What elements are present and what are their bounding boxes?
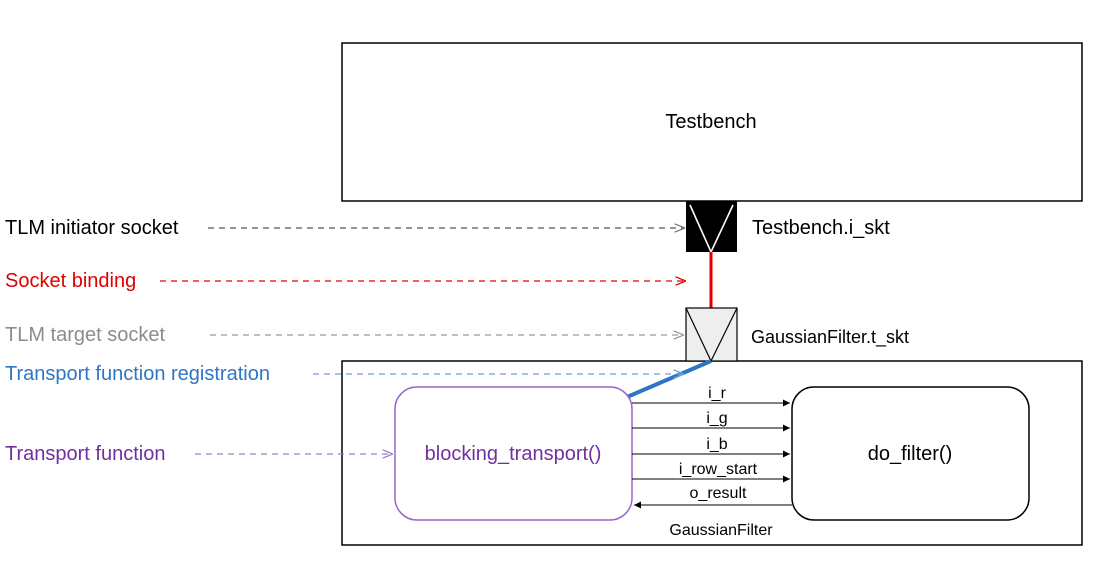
testbench-box bbox=[341, 42, 1083, 202]
target-socket-icon bbox=[685, 307, 738, 363]
signal-label: i_r bbox=[708, 385, 726, 402]
legend-target-socket: TLM target socket bbox=[5, 324, 166, 346]
legend-initiator-socket: TLM initiator socket bbox=[5, 217, 179, 239]
initiator-socket-label: Testbench.i_skt bbox=[752, 217, 890, 239]
do-filter-label: do_filter() bbox=[868, 443, 952, 465]
gaussian-filter-label: GaussianFilter bbox=[669, 522, 773, 539]
legend-transport-function: Transport function bbox=[5, 443, 165, 465]
signal-label: o_result bbox=[690, 485, 747, 502]
testbench-label: Testbench bbox=[665, 111, 756, 133]
signal-label: i_b bbox=[706, 436, 727, 453]
signal-arrows bbox=[632, 399, 792, 509]
signal-label: i_row_start bbox=[679, 461, 758, 478]
target-socket-label: GaussianFilter.t_skt bbox=[751, 327, 909, 348]
blocking-transport-label: blocking_transport() bbox=[425, 443, 602, 465]
registration-line bbox=[626, 359, 712, 399]
legend-socket-binding: Socket binding bbox=[5, 270, 136, 292]
signal-label: i_g bbox=[706, 410, 727, 427]
signal-labels: i_r i_g i_b i_row_start o_result bbox=[679, 385, 758, 502]
legend-registration: Transport function registration bbox=[5, 363, 270, 385]
initiator-socket-icon bbox=[686, 201, 737, 254]
do-filter-box bbox=[791, 386, 1030, 521]
